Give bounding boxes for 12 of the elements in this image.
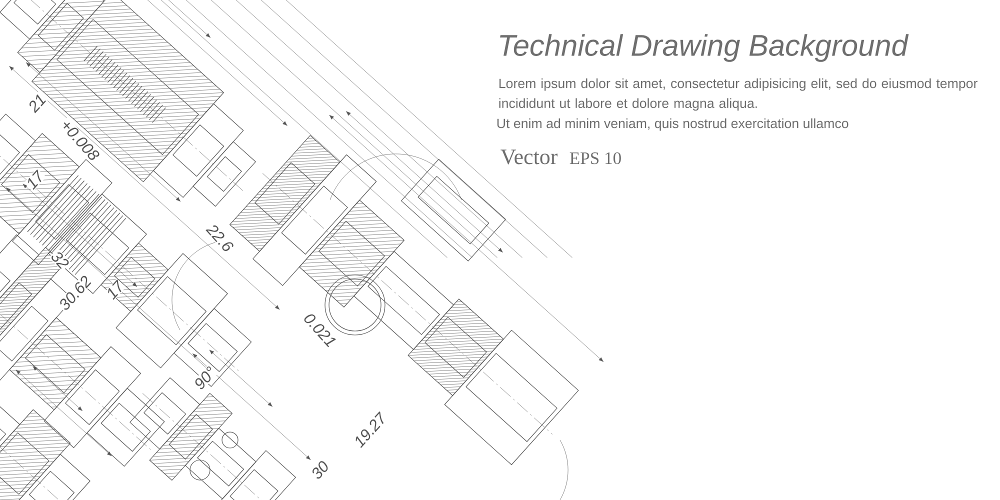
dimension-value: 17 — [104, 278, 126, 302]
dimension-value: 30 — [308, 458, 332, 482]
body-text: Ut enim ad minim veniam, quis nostrud exercitation ullamco — [497, 118, 848, 131]
dimension-value: 17 — [24, 168, 46, 192]
dimension-value: 32 — [48, 248, 72, 272]
subtitle: Vector — [500, 150, 558, 164]
dimension-value: 22.6 — [204, 222, 236, 254]
title: Technical Drawing Background — [500, 34, 909, 62]
dimension-value: 90° — [192, 364, 218, 392]
body-text: Lorem ipsum dolor sit amet, consectetur adipisicing elit, sed do eiusmod tempor incididunt ut labore et dolore magna aliqua. — [499, 78, 978, 111]
format-note: EPS 10 — [570, 152, 621, 164]
dimension-value: 21 — [26, 92, 48, 114]
